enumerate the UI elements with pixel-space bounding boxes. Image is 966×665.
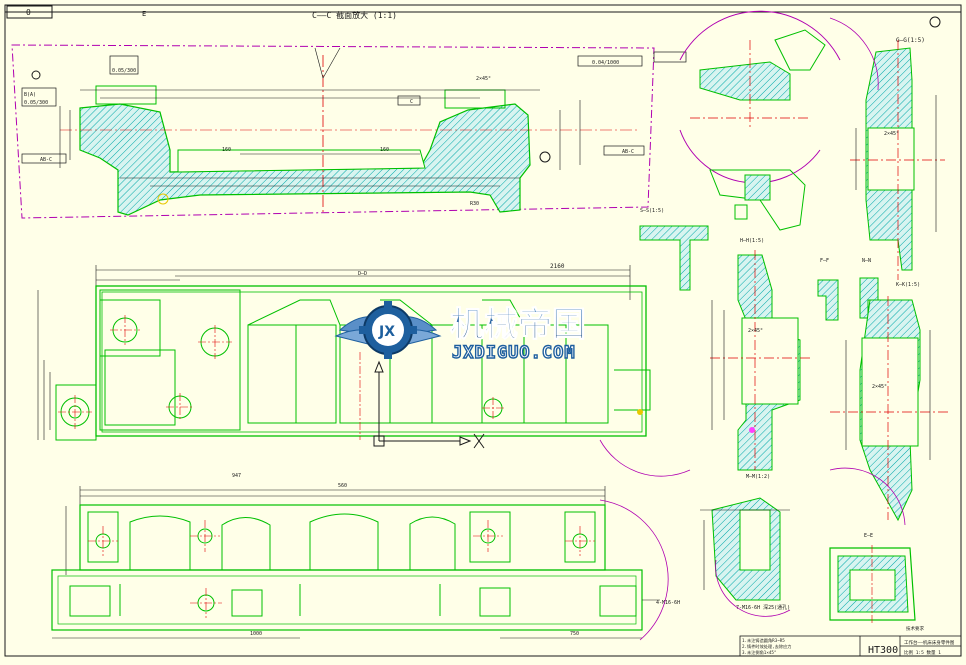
dim-947: 947 — [232, 473, 241, 479]
dim-r30: R30 — [470, 201, 479, 207]
view-mm-label: M—M(1:2) — [746, 474, 770, 480]
tolerance-box-2: 0.05/300 — [24, 100, 48, 106]
front-view-bottom: 1000 750 560 4-M16-6H — [51, 483, 680, 639]
view-ff-label: F—F — [820, 258, 829, 264]
view-ee-label: E—E — [864, 533, 873, 539]
dim-1000: 1000 — [250, 631, 262, 637]
detail-views-top-right: G—G(1:5) 2×45° — [679, 10, 945, 280]
dim-2x45-h: 2×45° — [748, 328, 763, 334]
watermark-chinese: 机械帝国 — [450, 305, 586, 345]
section-cc-title: C——C 截面放大 (1:1) — [312, 10, 397, 20]
tech-req-heading: 技术要求 — [906, 625, 924, 632]
tech-req-2: 2.铸件时效处理,去除应力 — [742, 643, 791, 650]
dim-2x45-top: 2×45° — [476, 76, 491, 82]
datum-ba-label: B(A) — [24, 92, 36, 98]
view-gg-label: G—G(1:5) — [896, 37, 925, 44]
section-cc-view: 0.05/300 B(A) 0.05/300 AB-C C 0.04/1000 … — [11, 10, 687, 219]
datum-ab-c-right: AB-C — [622, 149, 634, 155]
datum-c-box: C — [410, 99, 413, 105]
dim-160-right: 160 — [380, 147, 389, 153]
note-7-m16: 7-M16-6H 深25(通孔) — [736, 604, 790, 611]
view-ss-label: S—S(1:5) — [640, 208, 664, 214]
view-dd-label: D—D — [358, 271, 367, 277]
tech-req-3: 3.未注倒角1×45° — [742, 649, 776, 656]
title-material: HT300 — [868, 645, 898, 656]
detail-views-right-middle: S—S(1:5) H—H(1:5) 2×45° F—F N—N K—K(1:5)… — [639, 208, 950, 526]
dim-750: 750 — [570, 631, 579, 637]
tolerance-box-3: 0.04/1000 — [592, 60, 619, 66]
dim-160: 160 — [222, 147, 231, 153]
note-4-m16: 4-M16-6H — [656, 600, 680, 606]
view-kk-label: K—K(1:5) — [896, 282, 920, 288]
title-part-name: 工作台——机床床身零件图 — [904, 639, 955, 646]
tolerance-box-1: 0.05/300 — [112, 68, 136, 74]
title-scale: 比例 1:5 数量 1 — [904, 649, 941, 656]
frame-e-label: E — [142, 10, 146, 18]
dim-2x45-k: 2×45° — [872, 384, 887, 390]
site-watermark: JX 机械帝国 JXDIGUO.COM — [334, 301, 587, 364]
view-nn-label: N—N — [862, 258, 871, 264]
tech-req-1: 1.未注铸造圆角R3~R5 — [742, 637, 785, 644]
datum-ab-c-left: AB-C — [40, 157, 52, 163]
drawing-frame — [4, 4, 962, 657]
plan-view-d: 2160 D—D — [37, 263, 651, 479]
detail-views-bottom-right: M—M(1:2) 7-M16-6H 深25(通孔) E—E — [700, 474, 916, 625]
view-hh-label: H—H(1:5) — [740, 238, 764, 244]
watermark-domain: JXDIGUO.COM — [452, 343, 576, 363]
watermark-logo-letters: JX — [378, 324, 395, 340]
frame-zero-label: 0 — [26, 8, 31, 17]
dim-2x45-g: 2×45° — [884, 131, 899, 137]
dim-560: 560 — [338, 483, 347, 489]
dim-2160: 2160 — [550, 263, 565, 270]
title-block — [739, 635, 962, 657]
